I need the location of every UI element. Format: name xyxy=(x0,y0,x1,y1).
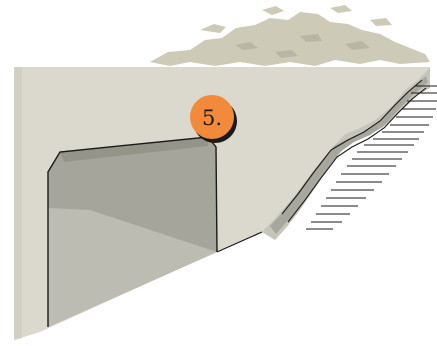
stone-texture xyxy=(150,5,430,66)
wall-left-edge xyxy=(14,67,22,340)
marker-label: 5. xyxy=(202,106,222,130)
tunnel-portal xyxy=(48,137,217,327)
